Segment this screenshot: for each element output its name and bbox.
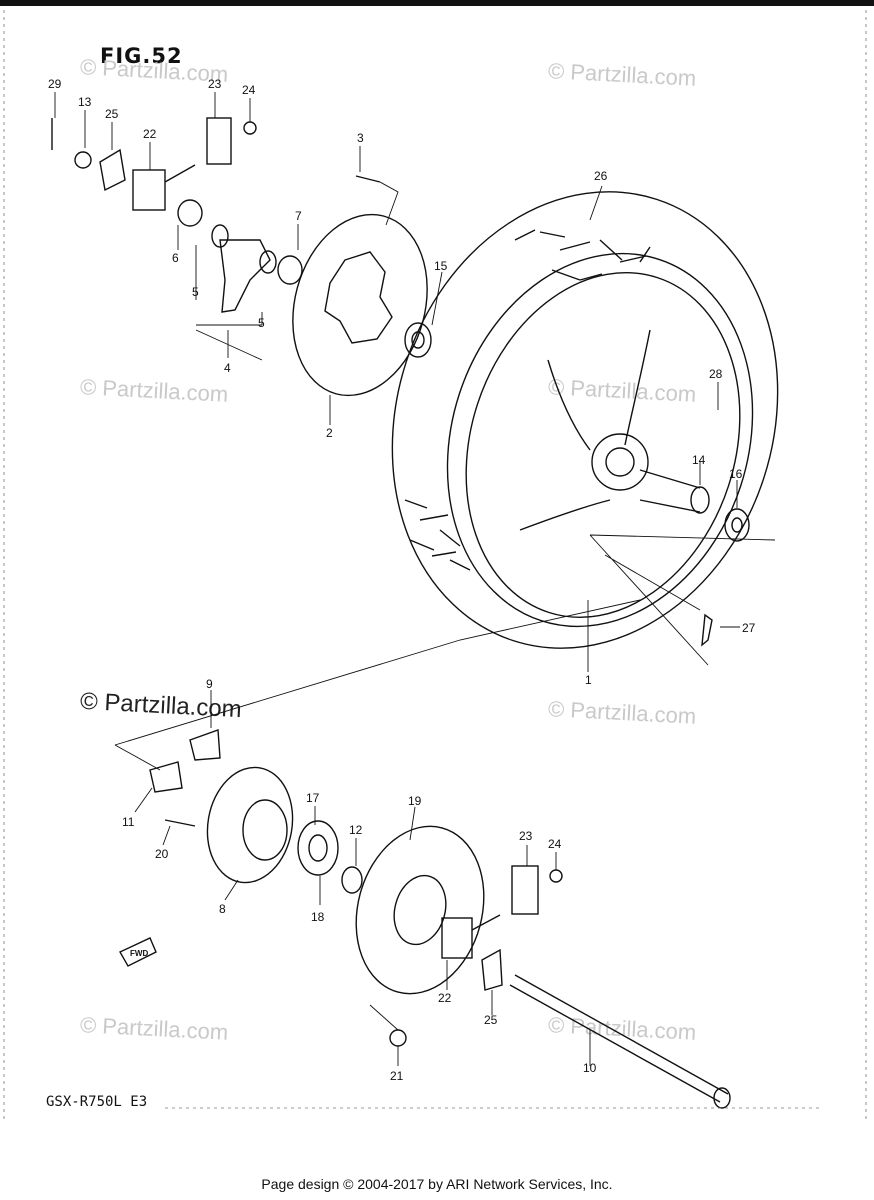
bolt-3 — [355, 175, 381, 183]
callout-5b: 5 — [258, 316, 265, 330]
chain-adjuster-22b — [441, 917, 473, 959]
callout-22: 22 — [143, 127, 157, 141]
callout-18: 18 — [311, 910, 325, 924]
bolt-22 — [164, 164, 196, 183]
axle-10 — [509, 974, 729, 1103]
callout-2: 2 — [326, 426, 333, 440]
callout-11: 11 — [122, 815, 135, 829]
bolt-20 — [164, 819, 196, 827]
callout-16: 16 — [729, 467, 743, 481]
callout-17: 17 — [306, 791, 320, 805]
fwd-label: FWD — [130, 949, 148, 958]
callout-4: 4 — [224, 361, 231, 375]
bearing-15 — [404, 322, 432, 358]
figure-title: FIG.52 — [100, 44, 183, 68]
callout-5: 5 — [192, 285, 199, 299]
rear-sprocket — [355, 825, 485, 995]
brake-disc — [292, 213, 428, 397]
callout-20: 20 — [155, 847, 169, 861]
callout-19: 19 — [408, 794, 422, 808]
callout-3: 3 — [357, 131, 364, 145]
wheel-hub — [591, 433, 649, 491]
sprocket-hub — [206, 766, 294, 884]
chain-adjuster-22 — [132, 169, 166, 211]
spacer-14 — [639, 469, 701, 513]
valve-27 — [701, 613, 713, 647]
top-border — [0, 0, 874, 6]
callout-7: 7 — [295, 209, 302, 223]
callout-25b: 25 — [484, 1013, 498, 1027]
callout-10: 10 — [583, 1061, 597, 1075]
callout-12: 12 — [349, 823, 363, 837]
callout-8: 8 — [219, 902, 226, 916]
callout-25: 25 — [105, 107, 119, 121]
callout-29: 29 — [48, 77, 62, 91]
chain-adjuster-23b — [511, 865, 539, 915]
bearing-16 — [724, 508, 750, 542]
cushion-9 — [189, 729, 221, 761]
callout-26: 26 — [594, 169, 608, 183]
callout-15: 15 — [434, 259, 448, 273]
callout-14: 14 — [692, 453, 706, 467]
model-label: GSX-R750L E3 — [46, 1094, 148, 1110]
callout-9: 9 — [206, 677, 213, 691]
callout-24: 24 — [242, 83, 256, 97]
callout-13: 13 — [78, 95, 92, 109]
bearing-17 — [297, 820, 339, 876]
nut-21 — [389, 1029, 407, 1047]
footer-copyright: Page design © 2004-2017 by ARI Network S… — [261, 1176, 613, 1192]
fwd-arrow — [119, 937, 157, 967]
callout-1: 1 — [585, 673, 592, 687]
callout-27: 27 — [742, 621, 756, 635]
spacer-12 — [341, 866, 363, 894]
callout-24b: 24 — [548, 837, 562, 851]
spacer-11 — [149, 761, 183, 793]
callout-23b: 23 — [519, 829, 533, 843]
callout-23: 23 — [208, 77, 222, 91]
callout-21: 21 — [390, 1069, 404, 1083]
callout-28: 28 — [709, 367, 723, 381]
caliper-bracket — [219, 239, 271, 313]
callout-22b: 22 — [438, 991, 452, 1005]
callout-6: 6 — [172, 251, 179, 265]
plate-25b — [481, 948, 503, 991]
tire — [391, 191, 779, 649]
plate-25 — [99, 148, 126, 192]
chain-adjuster-23 — [206, 117, 232, 165]
